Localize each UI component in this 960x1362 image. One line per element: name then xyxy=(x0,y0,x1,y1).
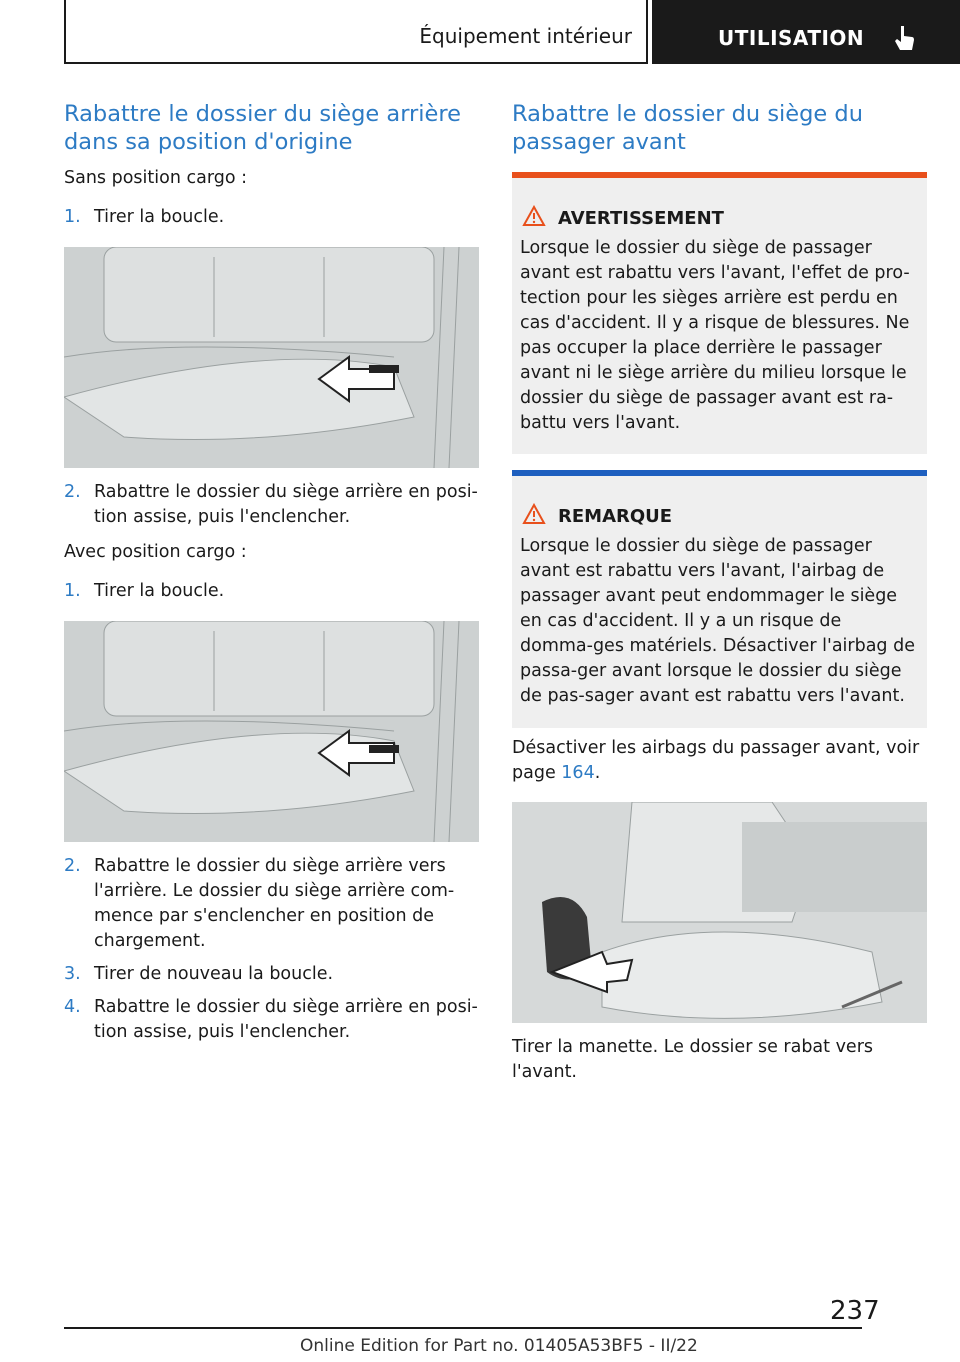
notice-title: REMARQUE xyxy=(558,506,673,527)
page-164-link[interactable]: 164 xyxy=(561,763,595,783)
section-title: Équipement intérieur xyxy=(419,24,632,48)
list-item: 2. Rabattre le dossier du siège arrière … xyxy=(64,854,479,954)
left-column: Rabattre le dossier du siège arrière dan… xyxy=(64,100,479,1045)
step-text: Tirer la boucle. xyxy=(94,581,225,601)
footer-divider xyxy=(64,1327,862,1329)
list-item: 1. Tirer la boucle. xyxy=(64,205,479,230)
list-item: 1. Tirer la boucle. xyxy=(64,579,479,604)
step-number: 2. xyxy=(64,856,81,876)
step-text: Rabattre le dossier du siège arrière ver… xyxy=(94,856,455,951)
step-number: 1. xyxy=(64,207,81,227)
chapter-title: UTILISATION xyxy=(718,26,865,50)
chapter-header-tab: UTILISATION xyxy=(652,0,960,64)
notice-bar xyxy=(512,470,927,476)
edition-footer: Online Edition for Part no. 01405A53BF5 … xyxy=(300,1336,698,1356)
list-item: 3. Tirer de nouveau la boucle. xyxy=(64,962,479,987)
step-text: Rabattre le dossier du siège arrière en … xyxy=(94,482,478,527)
pointing-hand-icon xyxy=(895,26,914,50)
page-number: 237 xyxy=(830,1296,880,1326)
step-number: 3. xyxy=(64,964,81,984)
warning-bar xyxy=(512,172,927,178)
list-item: 2. Rabattre le dossier du siège arrière … xyxy=(64,480,479,530)
step-text: Rabattre le dossier du siège arrière en … xyxy=(94,997,478,1042)
step-text: Tirer la boucle. xyxy=(94,207,225,227)
airbag-text: Désactiver les airbags du passager avant… xyxy=(512,738,920,783)
rear-seat-photo-1 xyxy=(64,247,479,468)
notice-text: Lorsque le dossier du siège de passager … xyxy=(520,536,915,706)
step-number: 4. xyxy=(64,997,81,1017)
notice-triangle-icon xyxy=(522,503,546,524)
step-number: 2. xyxy=(64,482,81,502)
step-number: 1. xyxy=(64,581,81,601)
front-seat-photo xyxy=(512,802,927,1023)
photo-caption: Tirer la manette. Le dossier se rabat ve… xyxy=(512,1037,874,1082)
step-text: Tirer de nouveau la boucle. xyxy=(94,964,334,984)
list-item: 4. Rabattre le dossier du siège arrière … xyxy=(64,995,479,1045)
airbag-text-end: . xyxy=(594,763,601,783)
rear-seat-heading: Rabattre le dossier du siège arrière dan… xyxy=(64,101,462,155)
warning-text: Lorsque le dossier du siège de passager … xyxy=(520,238,910,433)
intro-cargo: Avec position cargo : xyxy=(64,542,247,562)
front-seat-heading: Rabattre le dossier du siège du passager… xyxy=(512,101,863,155)
airbag-paragraph: Désactiver les airbags du passager avant… xyxy=(512,736,927,786)
right-column: Rabattre le dossier du siège du passager… xyxy=(512,100,927,1085)
warning-triangle-icon xyxy=(522,205,546,226)
rear-seat-photo-2 xyxy=(64,621,479,842)
section-header-tab: Équipement intérieur xyxy=(64,0,648,64)
notice-box: REMARQUE Lorsque le dossier du siège de … xyxy=(512,470,927,728)
warning-title: AVERTISSEMENT xyxy=(558,208,724,229)
warning-box: AVERTISSEMENT Lorsque le dossier du sièg… xyxy=(512,172,927,454)
intro-no-cargo: Sans position cargo : xyxy=(64,168,247,188)
